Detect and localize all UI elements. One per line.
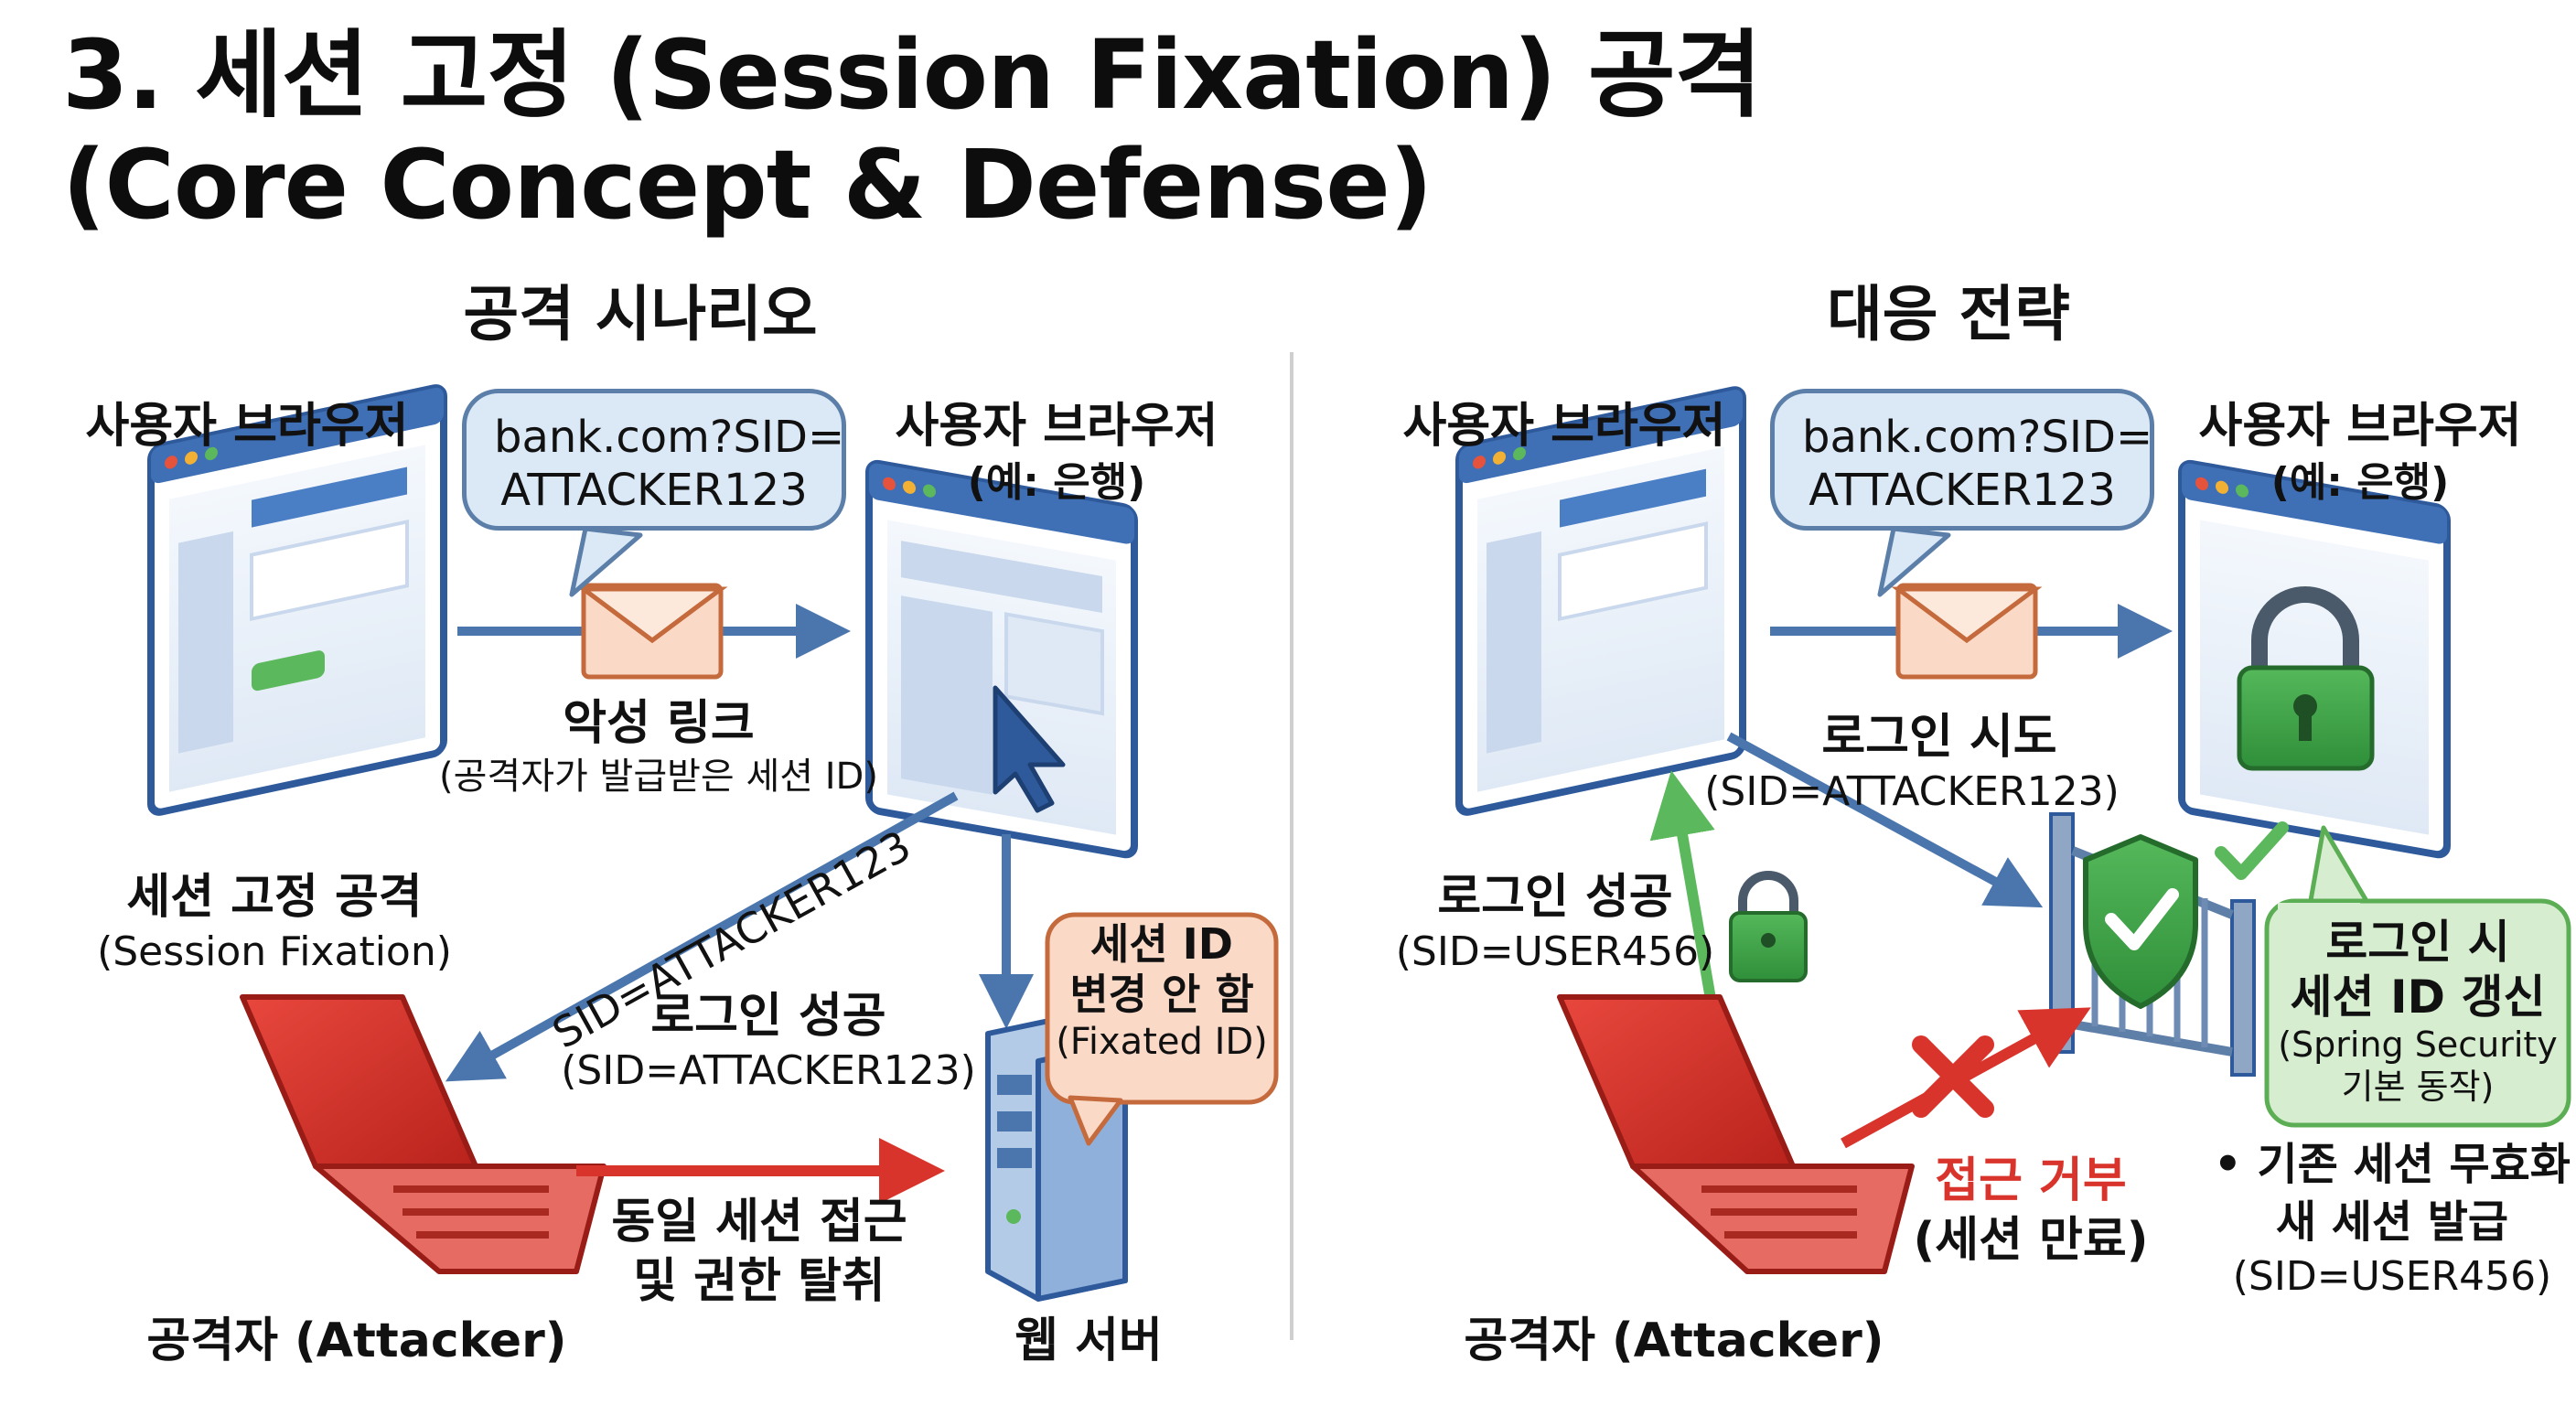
left-url-bubble: bank.com?SID= ATTACKER123 xyxy=(462,389,846,531)
attacker-laptop-icon xyxy=(240,994,606,1274)
bank-browser-icon xyxy=(865,459,1138,859)
left-attacker-label: 공격자 (Attacker) xyxy=(146,1314,567,1368)
checkmark-icon xyxy=(2215,821,2289,880)
fixation-attack-sub: (Session Fixation) xyxy=(97,928,452,975)
padlock-icon-small xyxy=(1729,871,1808,982)
left-section-heading: 공격 시나리오 xyxy=(463,279,818,349)
access-denied-sub: (세션 만료) xyxy=(1913,1213,2149,1268)
right-login-success-sub: (SID=USER456) xyxy=(1395,928,1715,975)
user-browser-icon xyxy=(147,384,447,816)
page-title-line1: 3. 세션 고정 (Session Fixation) 공격 xyxy=(62,19,1762,131)
renew-line1: 로그인 시 xyxy=(2325,916,2510,969)
right-url-bubble-line2: ATTACKER123 xyxy=(1809,464,2116,516)
bank-browser-icon-right xyxy=(2178,459,2451,859)
session-renew-bubble: 로그인 시 세션 ID 갱신 (Spring Security 기본 동작) xyxy=(2267,915,2569,1108)
left-login-success-label: 로그인 성공 xyxy=(650,989,886,1044)
unchanged-line2: 변경 안 함 xyxy=(1069,970,1254,1020)
left-bank-browser-label: 사용자 브라우저 xyxy=(895,399,1218,454)
access-denied-label: 접근 거부 xyxy=(1935,1153,2127,1208)
right-user-browser-label: 사용자 브라우저 xyxy=(1402,399,1726,454)
left-url-bubble-line2: ATTACKER123 xyxy=(500,464,808,516)
cursor-icon xyxy=(993,685,1066,813)
padlock-icon xyxy=(2237,586,2375,771)
right-bank-browser-label: 사용자 브라우저 xyxy=(2198,399,2522,454)
renew-line2: 세션 ID 갱신 xyxy=(2290,971,2546,1024)
left-url-bubble-line1: bank.com?SID= xyxy=(494,412,845,463)
cross-icon xyxy=(1912,1035,1994,1118)
login-attempt-label: 로그인 시도 xyxy=(1821,710,2057,765)
envelope-icon xyxy=(576,583,728,680)
web-server-label: 웹 서버 xyxy=(1014,1314,1163,1368)
same-session-line2: 및 권한 탈취 xyxy=(633,1254,886,1309)
bullet-invalidate: • 기존 세션 무효화 xyxy=(2214,1139,2571,1190)
envelope-icon-right xyxy=(1891,583,2043,680)
left-bank-browser-sub: (예: 은행) xyxy=(967,459,1146,506)
right-attacker-label: 공격자 (Attacker) xyxy=(1464,1314,1884,1368)
unchanged-line3: (Fixated ID) xyxy=(1056,1021,1268,1064)
login-attempt-sub: (SID=ATTACKER123) xyxy=(1704,768,2120,815)
page-title-line2: (Core Concept & Defense) xyxy=(62,129,1433,241)
malicious-link-sub: (공격자가 발급받은 세션 ID) xyxy=(439,756,878,798)
right-url-bubble: bank.com?SID= ATTACKER123 xyxy=(1770,389,2154,531)
shield-check-icon xyxy=(2083,834,2198,1009)
right-section-heading: 대응 전략 xyxy=(1827,279,2070,349)
session-id-unchanged-bubble: 세션 ID 변경 안 함 (Fixated ID) xyxy=(1047,919,1276,1064)
right-login-success-label: 로그인 성공 xyxy=(1437,870,1673,925)
user-browser-icon-right xyxy=(1455,386,1746,816)
section-divider xyxy=(1290,352,1293,1340)
renew-line3: (Spring Security xyxy=(2278,1024,2558,1065)
bullet-new-session: 새 세션 발급 xyxy=(2275,1196,2509,1248)
bullet-new-sid: (SID=USER456) xyxy=(2232,1253,2552,1300)
renew-line4: 기본 동작) xyxy=(2341,1066,2495,1107)
fixation-attack-label: 세션 고정 공격 xyxy=(126,870,423,925)
malicious-link-label: 악성 링크 xyxy=(563,696,755,751)
right-bank-browser-sub: (예: 은행) xyxy=(2270,459,2450,506)
same-session-line1: 동일 세션 접근 xyxy=(611,1195,907,1249)
attacker-laptop-icon-right xyxy=(1557,994,1915,1274)
left-login-success-sub: (SID=ATTACKER123) xyxy=(561,1047,976,1094)
right-url-bubble-line1: bank.com?SID= xyxy=(1802,412,2153,463)
unchanged-line1: 세션 ID xyxy=(1090,919,1233,969)
left-user-browser-label: 사용자 브라우저 xyxy=(85,399,409,454)
